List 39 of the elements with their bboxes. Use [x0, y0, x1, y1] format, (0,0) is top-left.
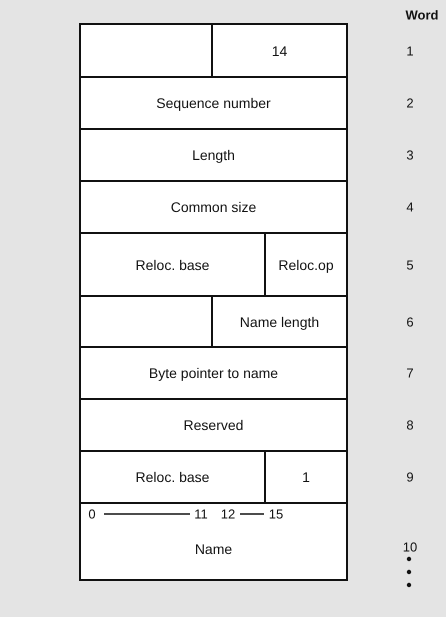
field-box	[264, 450, 348, 504]
word-number: 6	[406, 314, 414, 330]
field-name: 14	[272, 42, 288, 58]
bit-number: 0	[88, 506, 96, 522]
field-box	[79, 450, 266, 504]
field-box	[264, 232, 348, 297]
word-number: 5	[406, 258, 414, 272]
field-box	[79, 180, 348, 234]
word-number: 7	[406, 366, 414, 380]
bit-number: 12	[220, 506, 236, 522]
field-box	[79, 128, 348, 182]
field-name: Sequence number	[156, 95, 271, 111]
word-number: 9	[406, 470, 414, 484]
field-box	[79, 76, 348, 130]
bit-number: 11	[194, 506, 208, 522]
field-box	[79, 232, 266, 297]
field-box	[211, 23, 348, 78]
word-number: 3	[406, 148, 414, 162]
column-header: Word	[406, 8, 438, 22]
field-name: Reloc. base	[136, 256, 210, 272]
field-box	[79, 346, 348, 400]
field-name: Common size	[170, 199, 256, 215]
word-number: 8	[406, 418, 414, 432]
bit-number: 15	[268, 506, 284, 522]
word-number: 10	[402, 540, 418, 554]
field-name: Length	[192, 147, 235, 163]
field-name: Byte pointer to name	[148, 365, 278, 381]
word-number: 1	[406, 44, 414, 58]
field-name: 1	[302, 469, 310, 485]
word-number: 2	[406, 96, 414, 110]
field-name: Reloc.op	[278, 256, 334, 272]
field-box	[211, 295, 348, 348]
field-box	[79, 502, 348, 581]
field-name: Reserved	[184, 417, 244, 433]
field-box	[79, 398, 348, 452]
field-name: Name length	[240, 314, 320, 330]
field-name: Reloc. base	[136, 469, 210, 485]
field-name: Name	[194, 541, 232, 557]
word-number: 4	[406, 200, 414, 214]
